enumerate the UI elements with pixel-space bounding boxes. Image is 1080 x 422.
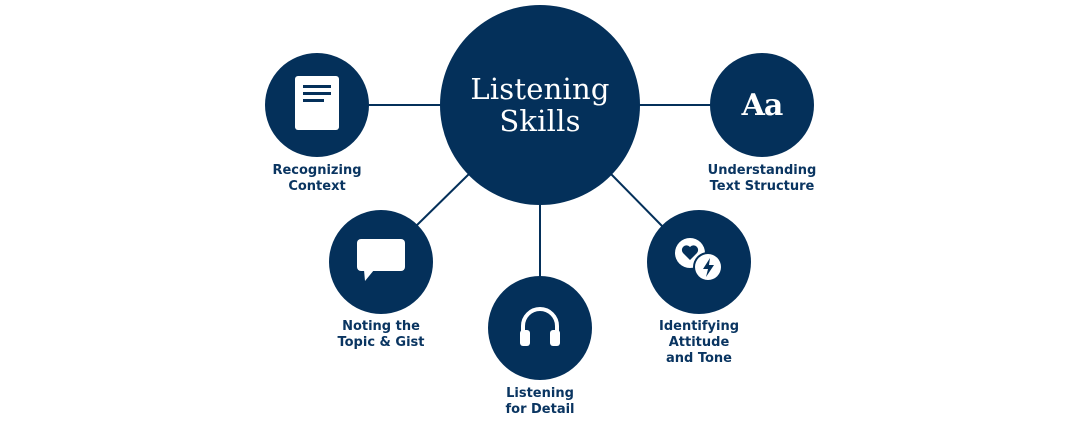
label-recognizing-context: Recognizing Context <box>272 163 362 194</box>
node-identifying-attitude-tone <box>647 210 751 314</box>
connector-identifying-attitude-tone <box>609 172 665 229</box>
node-noting-topic-gist <box>329 210 433 314</box>
hub-title: Listening Skills <box>470 72 610 138</box>
connector-noting-topic-gist <box>413 172 471 229</box>
label-identifying-attitude-tone: Identifying Attitude and Tone <box>658 319 740 366</box>
headphones-icon <box>518 304 562 352</box>
hub-circle: Listening Skills <box>440 5 640 205</box>
speech-bubble-icon <box>356 238 406 286</box>
font-aa-icon: Aa <box>741 87 784 123</box>
heart-lightning-icon <box>671 235 727 289</box>
node-understanding-text-structure: Aa <box>710 53 814 157</box>
label-understanding-text-structure: Understanding Text Structure <box>707 163 817 194</box>
document-icon <box>294 75 340 135</box>
label-noting-topic-gist: Noting the Topic & Gist <box>337 319 425 350</box>
node-listening-for-detail <box>488 276 592 380</box>
label-listening-for-detail: Listening for Detail <box>505 386 575 417</box>
node-recognizing-context <box>265 53 369 157</box>
